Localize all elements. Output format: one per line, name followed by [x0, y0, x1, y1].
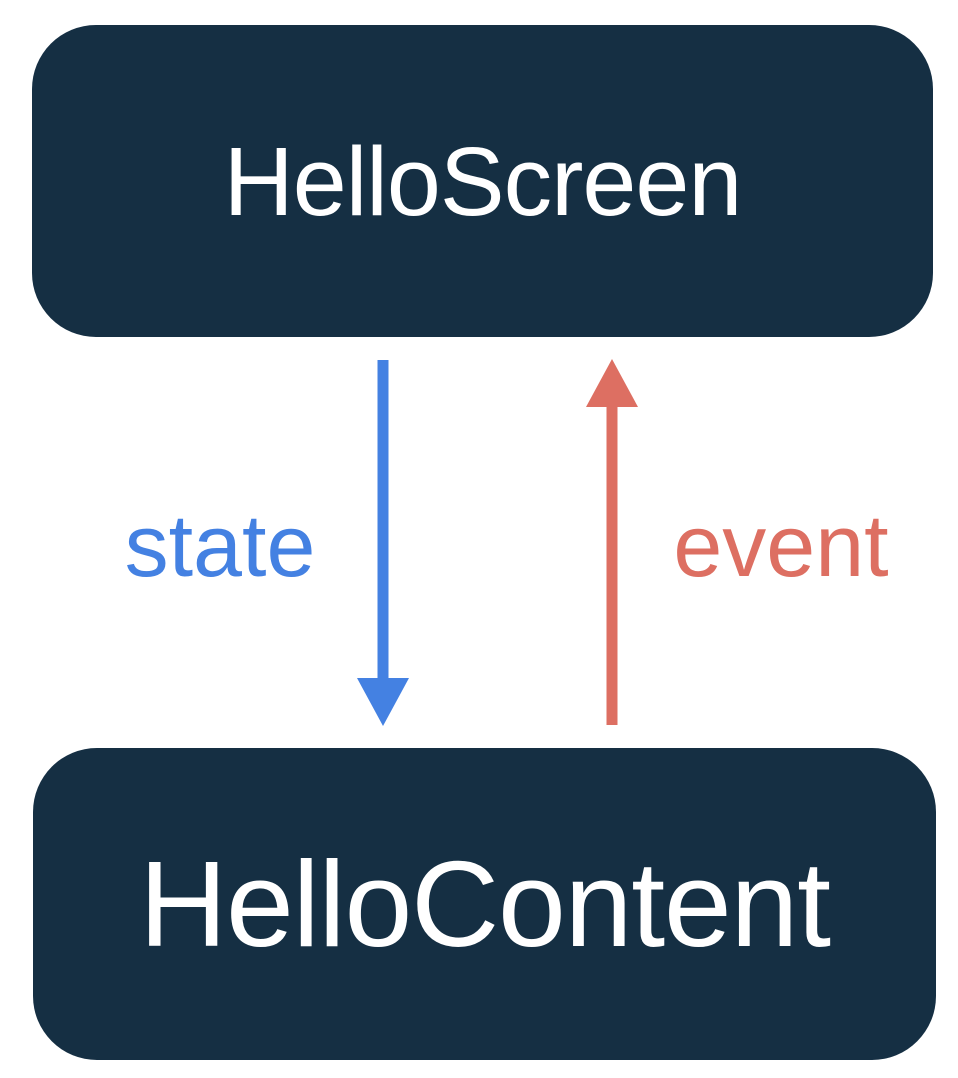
state-edge-label: state — [124, 496, 316, 595]
node-hellocontent-label: HelloContent — [139, 836, 831, 972]
event-arrowhead-icon — [586, 359, 638, 407]
state-arrow-shaft — [377, 360, 389, 682]
node-helloscreen-label: HelloScreen — [223, 126, 743, 236]
node-helloscreen: HelloScreen — [32, 25, 933, 337]
event-arrow-shaft — [606, 404, 618, 725]
state-arrowhead-icon — [357, 678, 409, 726]
state-arrow-down — [357, 360, 409, 726]
node-hellocontent: HelloContent — [33, 748, 936, 1060]
event-edge-label: event — [673, 496, 889, 595]
event-arrow-up — [586, 359, 638, 725]
